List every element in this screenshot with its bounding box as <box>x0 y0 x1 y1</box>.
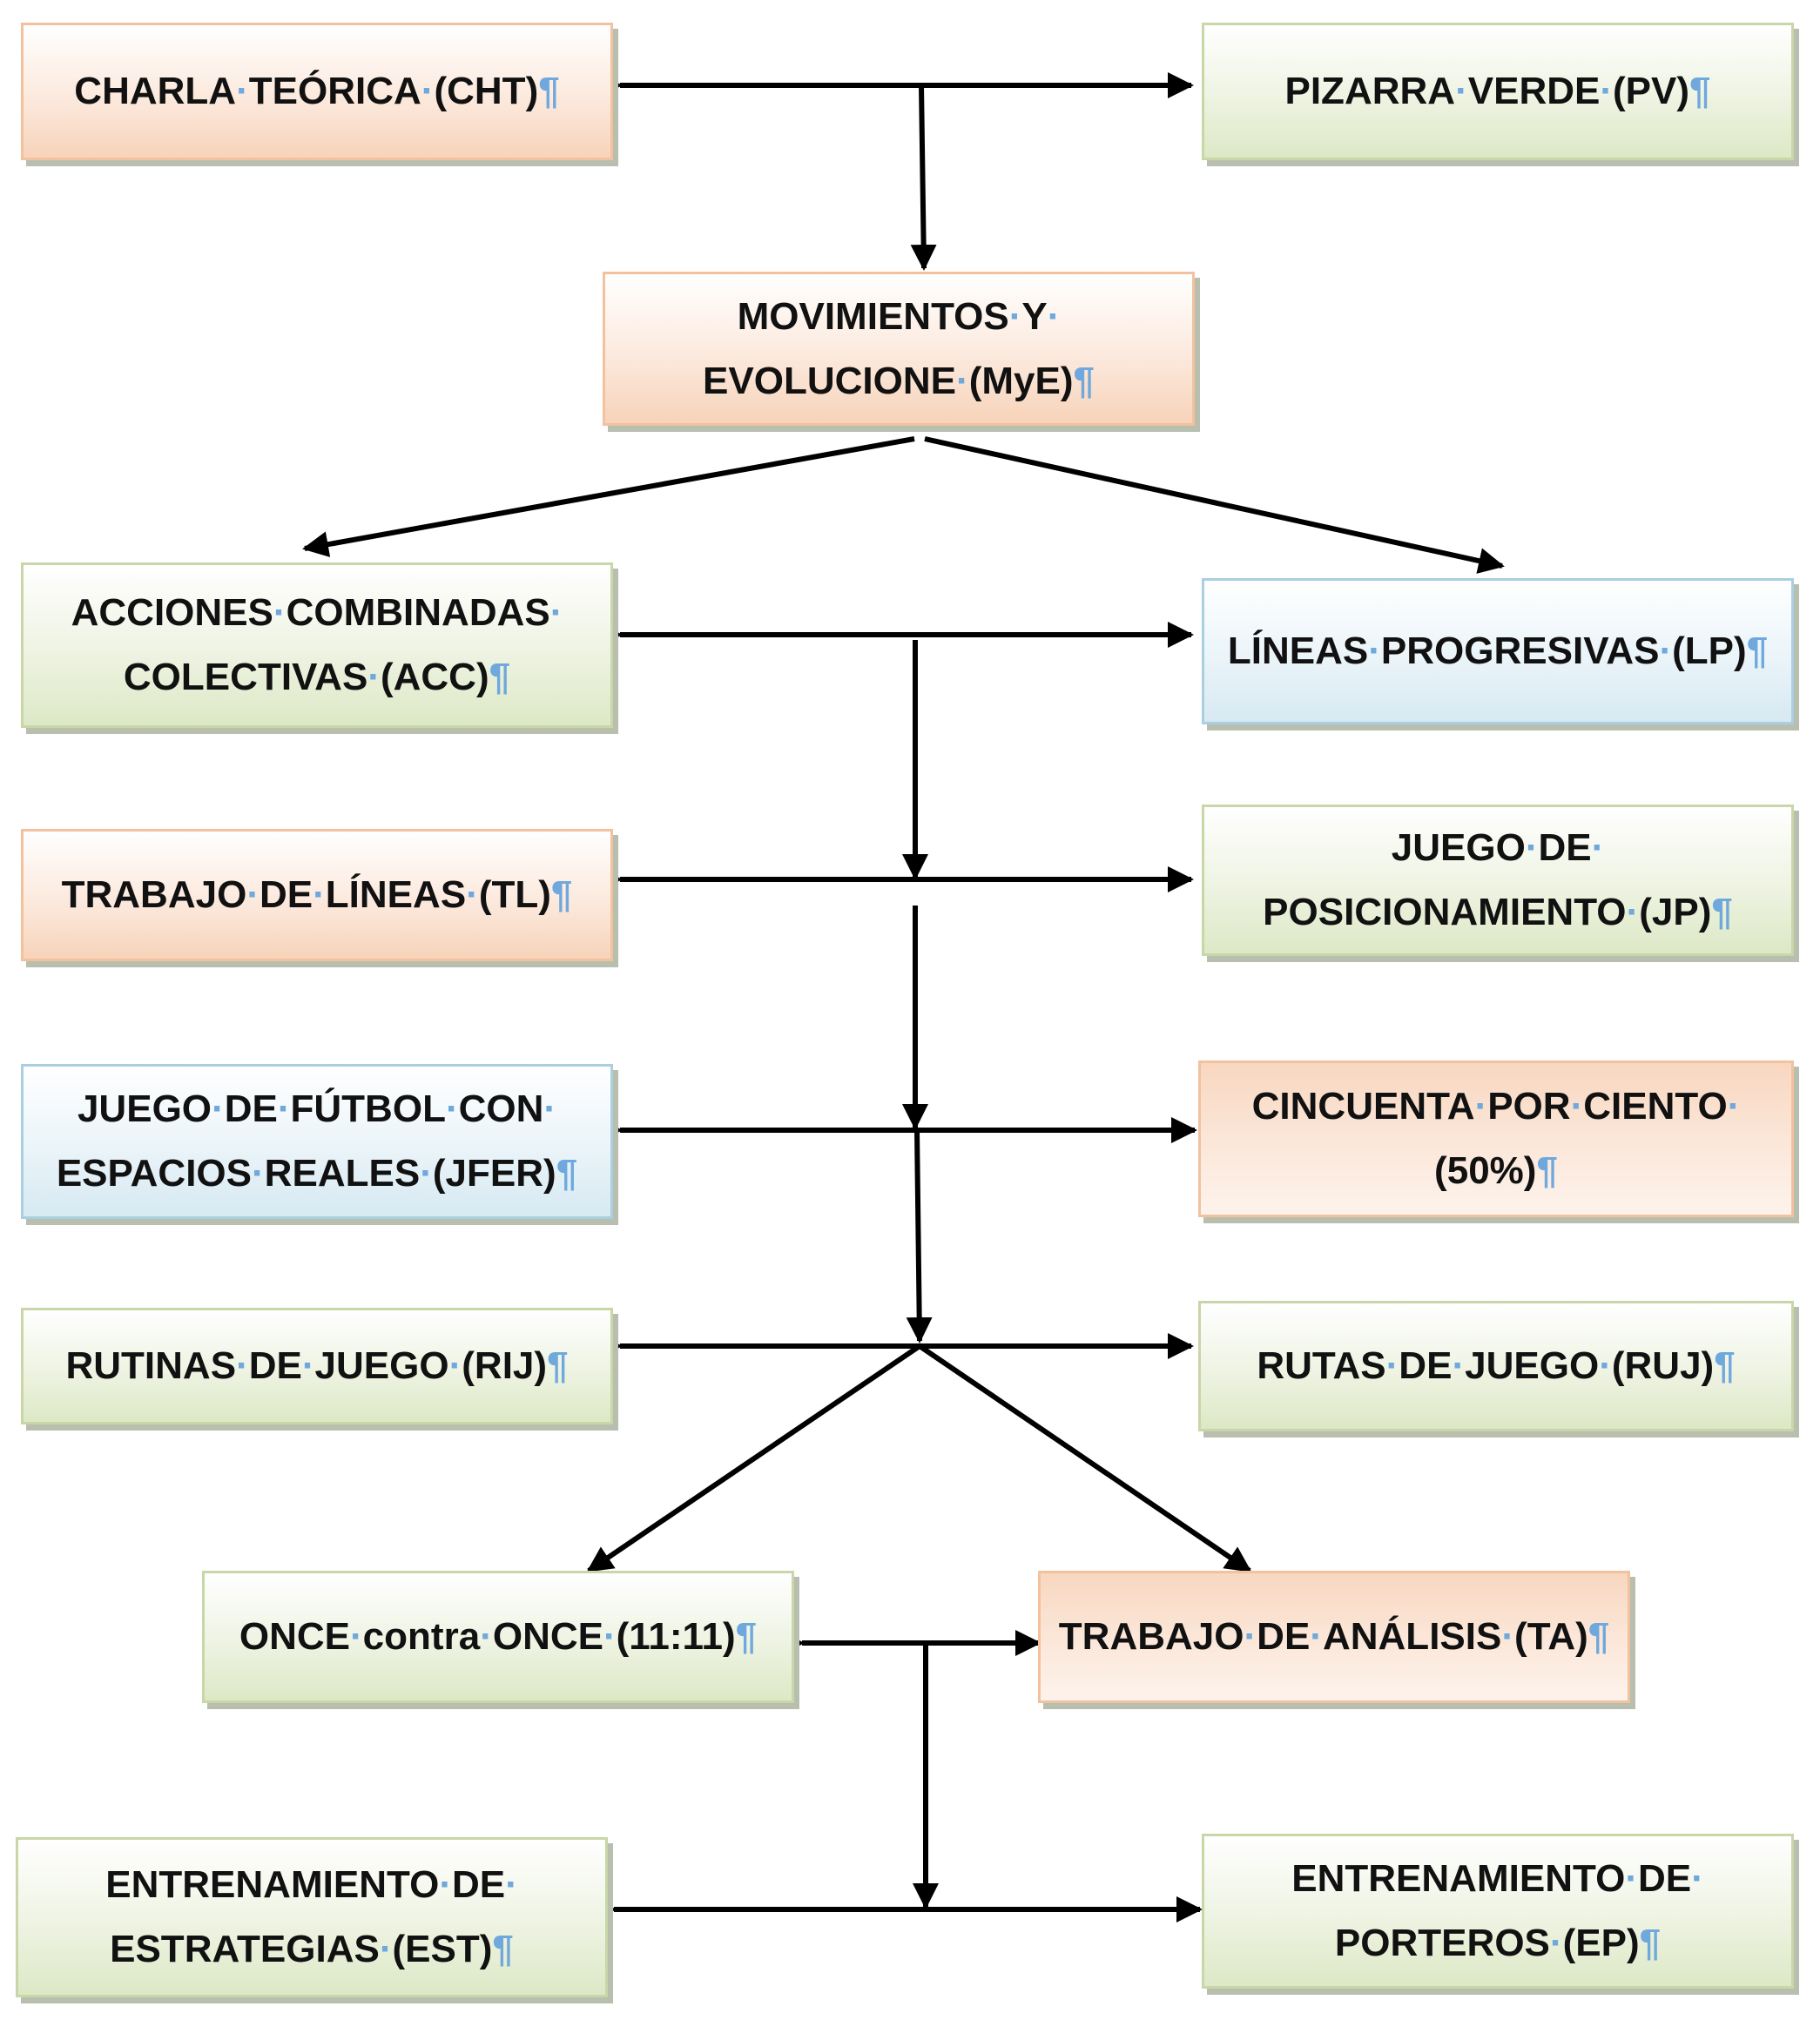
arrow-down-3 <box>906 1129 933 1343</box>
box-text: PIZARRA·VERDE·(PV)¶ <box>1284 70 1711 112</box>
box-text: CINCUENTA·POR·CIENTO· <box>1251 1085 1741 1128</box>
box-text: ENTRENAMIENTO·DE· <box>105 1863 518 1906</box>
box-text: JUEGO·DE·FÚTBOL·CON· <box>77 1087 557 1130</box>
box-text: RUTINAS·DE·JUEGO·(RIJ)¶ <box>65 1344 569 1387</box>
box-text: ESTRATEGIAS·(EST)¶ <box>110 1928 514 1970</box>
box-trabajo-de-lineas: TRABAJO·DE·LÍNEAS·(TL)¶ <box>21 829 613 961</box>
box-text: ACCIONES·COMBINADAS· <box>71 591 563 634</box>
arrow-to-mye <box>910 84 937 271</box>
box-movimientos-evolucione: MOVIMIENTOS·Y· EVOLUCIONE·(MyE)¶ <box>603 272 1195 426</box>
box-text: ENTRENAMIENTO·DE· <box>1291 1857 1704 1900</box>
box-trabajo-de-analisis: TRABAJO·DE·ANÁLISIS·(TA)¶ <box>1038 1571 1630 1703</box>
arrow-mye-acc <box>302 436 915 557</box>
box-text: POSICIONAMIENTO·(JP)¶ <box>1263 891 1733 933</box>
box-text: EVOLUCIONE·(MyE)¶ <box>703 359 1095 402</box>
box-rutas-de-juego: RUTAS·DE·JUEGO·(RUJ)¶ <box>1198 1301 1794 1431</box>
arrow-to-ta <box>918 1343 1252 1573</box>
box-text: RUTAS·DE·JUEGO·(RUJ)¶ <box>1257 1344 1736 1387</box>
box-text: JUEGO·DE· <box>1391 826 1605 869</box>
box-text: ONCE·contra·ONCE·(11:11)¶ <box>239 1615 758 1658</box>
box-text: COLECTIVAS·(ACC)¶ <box>123 656 511 698</box>
box-juego-de-posicionamiento: JUEGO·DE· POSICIONAMIENTO·(JP)¶ <box>1202 805 1794 956</box>
box-text: TRABAJO·DE·LÍNEAS·(TL)¶ <box>61 873 573 916</box>
box-text: TRABAJO·DE·ANÁLISIS·(TA)¶ <box>1058 1615 1610 1658</box>
box-text: CHARLA·TEÓRICA·(CHT)¶ <box>74 70 560 112</box>
box-text: ESPACIOS·REALES·(JFER)¶ <box>56 1152 578 1195</box>
box-cincuenta-por-ciento: CINCUENTA·POR·CIENTO· (50%)¶ <box>1198 1060 1794 1217</box>
arrow-mye-lp <box>924 436 1505 574</box>
box-entrenamiento-estrategias: ENTRENAMIENTO·DE· ESTRATEGIAS·(EST)¶ <box>16 1837 608 1997</box>
box-text: (50%)¶ <box>1434 1149 1558 1192</box>
box-acciones-combinadas: ACCIONES·COMBINADAS· COLECTIVAS·(ACC)¶ <box>21 562 613 728</box>
box-rutinas-de-juego: RUTINAS·DE·JUEGO·(RIJ)¶ <box>21 1308 613 1424</box>
box-lineas-progresivas: LÍNEAS·PROGRESIVAS·(LP)¶ <box>1202 578 1794 724</box>
box-text: PORTEROS·(EP)¶ <box>1334 1922 1662 1964</box>
box-charla-teorica: CHARLA·TEÓRICA·(CHT)¶ <box>21 23 613 160</box>
box-once-contra-once: ONCE·contra·ONCE·(11:11)¶ <box>202 1571 794 1703</box>
arrow-to-once <box>586 1343 921 1573</box>
box-pizarra-verde: PIZARRA·VERDE·(PV)¶ <box>1202 23 1794 160</box>
box-entrenamiento-porteros: ENTRENAMIENTO·DE· PORTEROS·(EP)¶ <box>1202 1834 1794 1989</box>
box-juego-de-futbol-espacios-reales: JUEGO·DE·FÚTBOL·CON· ESPACIOS·REALES·(JF… <box>21 1064 613 1219</box>
box-text: LÍNEAS·PROGRESIVAS·(LP)¶ <box>1227 630 1769 672</box>
box-text: MOVIMIENTOS·Y· <box>737 294 1061 338</box>
